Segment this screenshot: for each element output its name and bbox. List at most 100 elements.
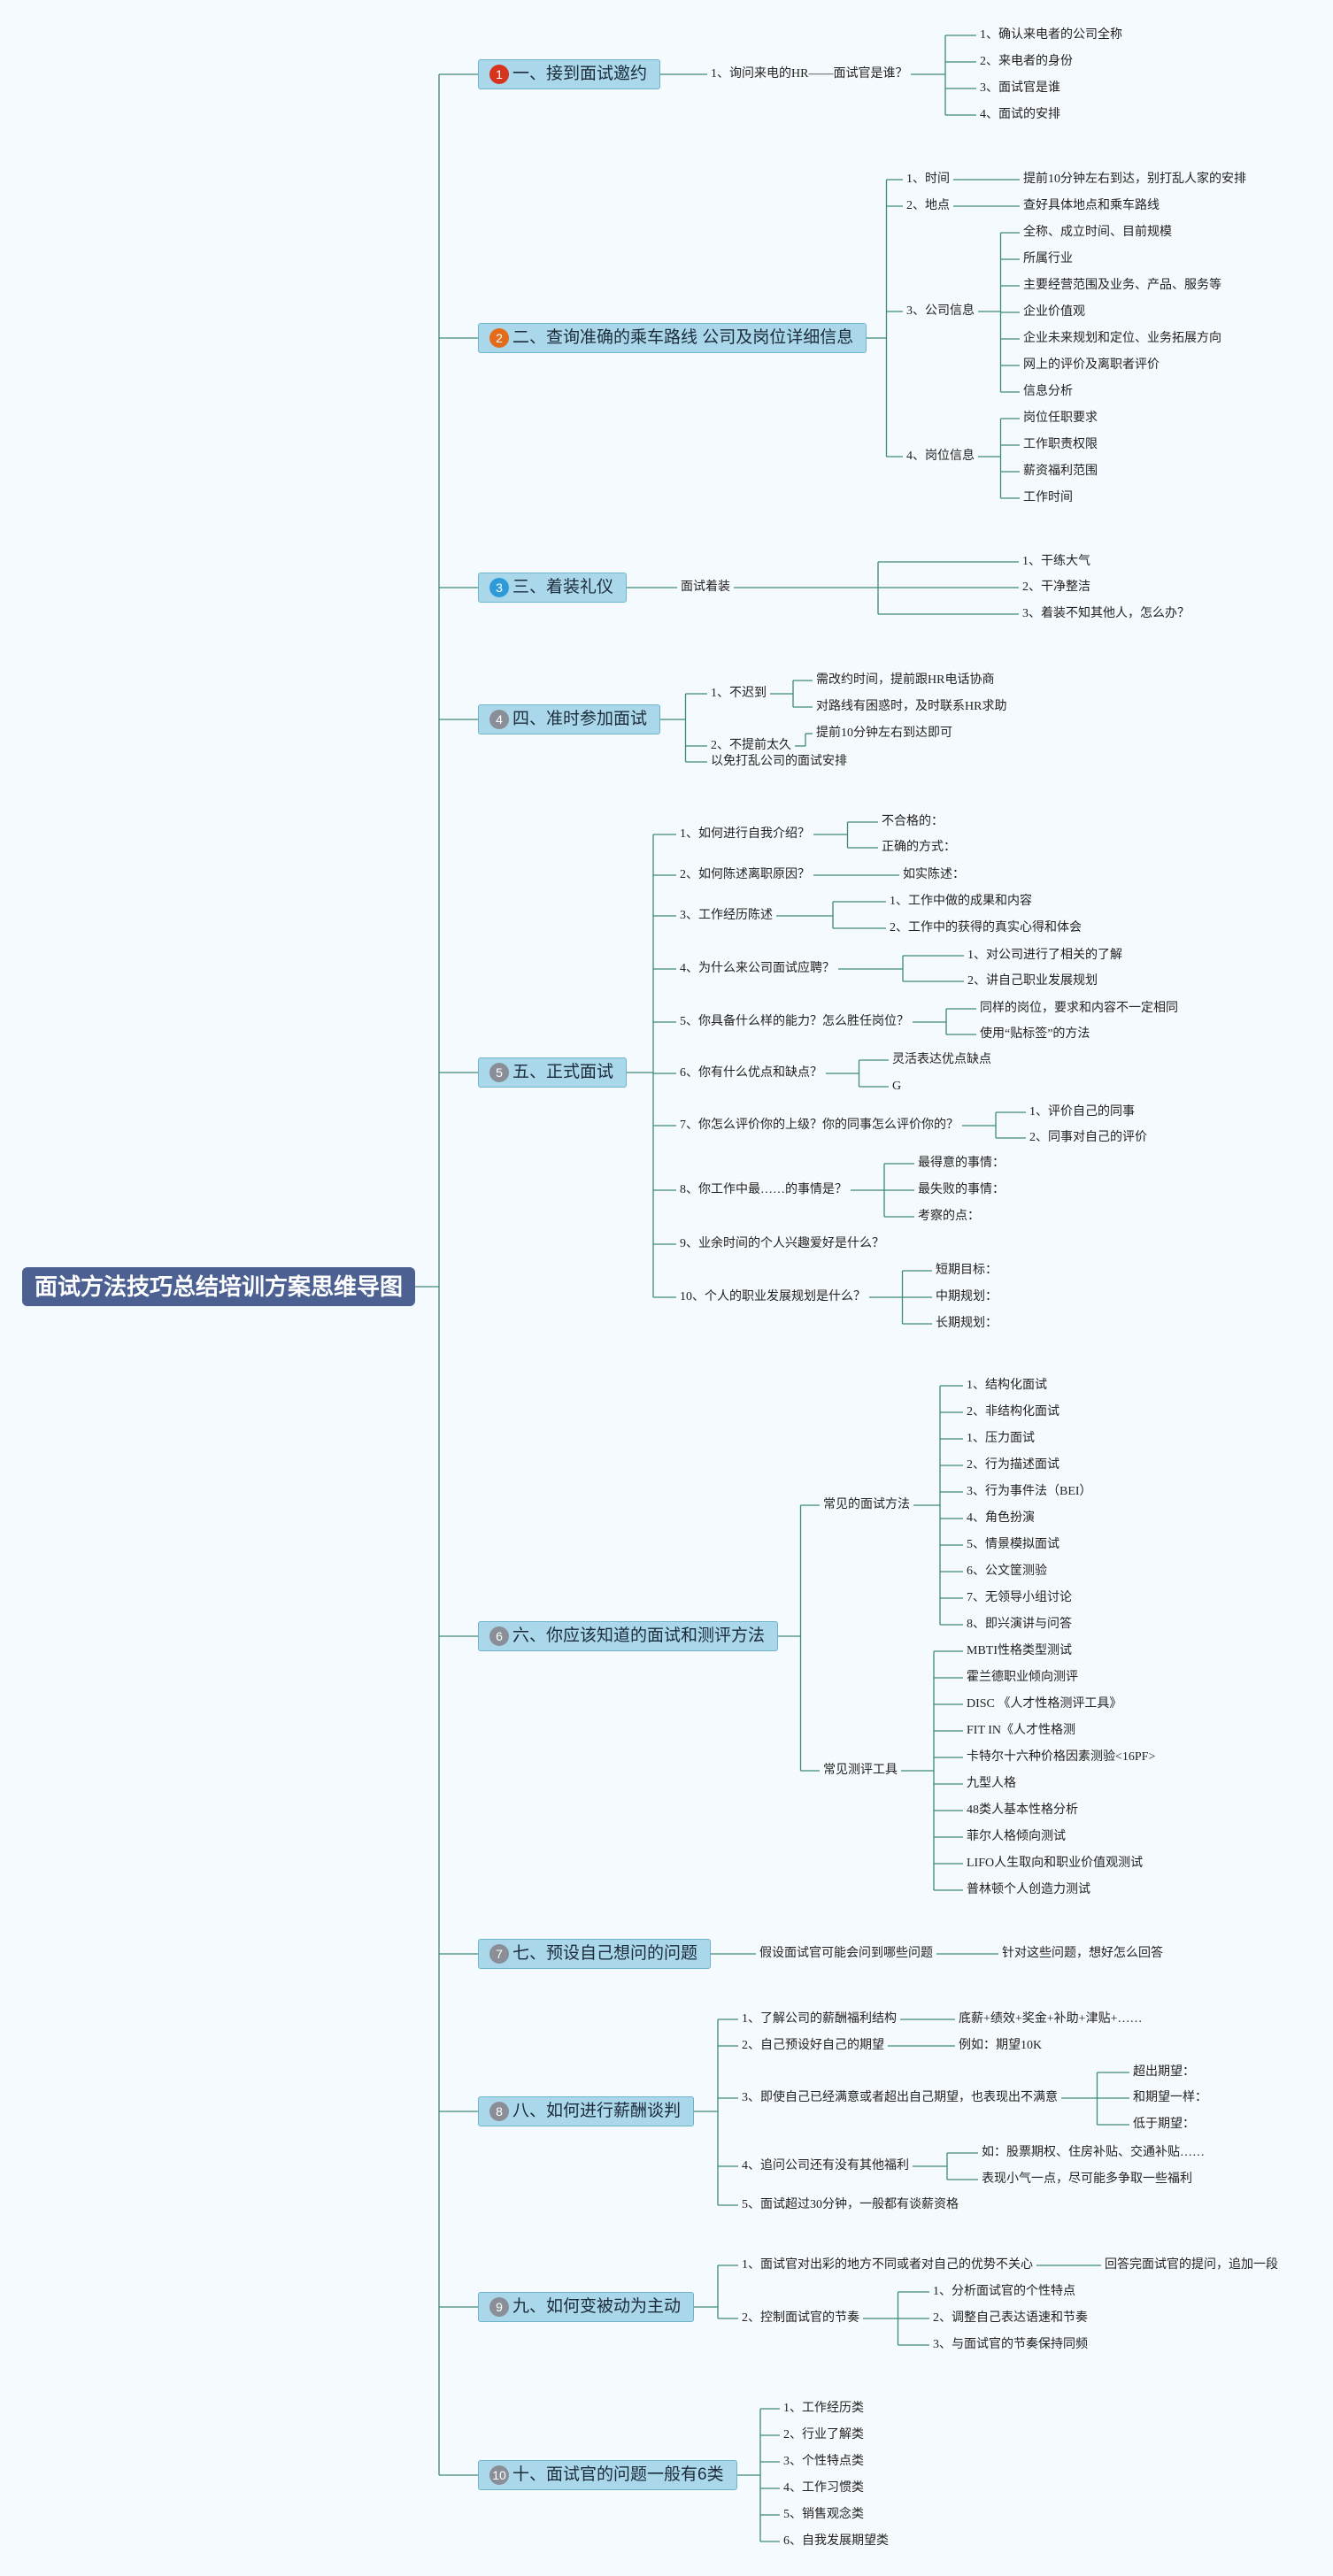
topic-node[interactable]: 1、了解公司的薪酬福利结构 — [742, 2012, 897, 2026]
topic-node[interactable]: 10、个人的职业发展规划是什么？ — [680, 1290, 866, 1303]
topic-node[interactable]: 4、岗位信息 — [906, 450, 975, 463]
detail-node[interactable]: 工作职责权限 — [1023, 438, 1098, 451]
topic-node[interactable]: 假设面试官可能会问到哪些问题 — [759, 1947, 933, 1960]
detail-node[interactable]: DISC 《人才性格测评工具》 — [967, 1697, 1122, 1711]
detail-node[interactable]: FIT IN《人才性格测 — [967, 1724, 1076, 1737]
detail-node[interactable]: 1、确认来电者的公司全称 — [980, 28, 1122, 42]
detail-node[interactable]: 2、调整自己表达语速和节奏 — [933, 2311, 1088, 2325]
detail-node[interactable]: 2、非结构化面试 — [967, 1405, 1059, 1419]
topic-node[interactable]: 2、不提前太久 — [711, 739, 791, 752]
topic-node[interactable]: 3、工作经历陈述 — [680, 909, 773, 922]
detail-node[interactable]: 霍兰德职业倾向测评 — [967, 1671, 1078, 1684]
detail-node[interactable]: 2、干净整洁 — [1022, 581, 1090, 594]
detail-node[interactable]: 提前10分钟左右到达即可 — [816, 727, 952, 740]
detail-node[interactable]: 全称、成立时间、目前规模 — [1023, 226, 1172, 239]
detail-node[interactable]: 3、面试官是谁 — [980, 81, 1060, 95]
topic-node[interactable]: 4、追问公司还有没有其他福利 — [742, 2159, 909, 2172]
topic-node[interactable]: 6、你有什么优点和缺点？ — [680, 1066, 822, 1080]
detail-node[interactable]: 6、公文筐测验 — [967, 1565, 1047, 1578]
detail-node[interactable]: 中期规划： — [936, 1290, 998, 1303]
detail-node[interactable]: 1、干练大气 — [1022, 555, 1090, 568]
detail-node[interactable]: 超出期望： — [1133, 2065, 1195, 2079]
detail-node[interactable]: MBTI性格类型测试 — [967, 1644, 1072, 1657]
detail-node[interactable]: 1、压力面试 — [967, 1432, 1035, 1445]
detail-node[interactable]: 针对这些问题，想好怎么回答 — [1002, 1947, 1163, 1960]
detail-node[interactable]: 工作时间 — [1023, 491, 1073, 504]
topic-node[interactable]: 7、你怎么评价你的上级？你的同事怎么评价你的？ — [680, 1119, 959, 1132]
detail-node[interactable]: 需改约时间，提前跟HR电话协商 — [816, 673, 995, 687]
detail-node[interactable]: G — [892, 1080, 902, 1093]
topic-node[interactable]: 2、地点 — [906, 199, 950, 212]
detail-node[interactable]: 1、对公司进行了相关的了解 — [967, 949, 1122, 962]
detail-node[interactable]: 底薪+绩效+奖金+补助+津贴+…… — [959, 2012, 1143, 2026]
detail-node[interactable]: 3、与面试官的节奏保持同频 — [933, 2338, 1088, 2351]
detail-node[interactable]: 1、工作中做的成果和内容 — [890, 895, 1032, 908]
detail-node[interactable]: 1、分析面试官的个性特点 — [933, 2285, 1075, 2298]
detail-node[interactable]: 对路线有困惑时，及时联系HR求助 — [816, 700, 1007, 713]
detail-node[interactable]: 查好具体地点和乘车路线 — [1023, 199, 1160, 212]
topic-node[interactable]: 5、你具备什么样的能力？怎么胜任岗位？ — [680, 1015, 909, 1028]
topic-node[interactable]: 面试着装 — [681, 581, 730, 594]
detail-node[interactable]: 如：股票期权、住房补贴、交通补贴…… — [982, 2146, 1205, 2159]
detail-node[interactable]: 最失败的事情： — [918, 1183, 1005, 1196]
topic-node[interactable]: 3、即使自己已经满意或者超出自己期望，也表现出不满意 — [742, 2091, 1058, 2104]
detail-node[interactable]: 5、情景模拟面试 — [967, 1538, 1059, 1551]
detail-node[interactable]: 所属行业 — [1023, 252, 1073, 265]
detail-node[interactable]: 九型人格 — [967, 1777, 1016, 1790]
detail-node[interactable]: 信息分析 — [1023, 385, 1073, 398]
detail-node[interactable]: 2、工作中的获得的真实心得和体会 — [890, 921, 1082, 934]
detail-node[interactable]: 8、即兴演讲与问答 — [967, 1618, 1072, 1631]
detail-node[interactable]: 2、行为描述面试 — [967, 1458, 1059, 1472]
detail-node[interactable]: 普林顿个人创造力测试 — [967, 1883, 1090, 1896]
detail-node[interactable]: 1、评价自己的同事 — [1029, 1105, 1135, 1119]
detail-node[interactable]: 企业价值观 — [1023, 305, 1085, 319]
detail-node[interactable]: 如实陈述： — [903, 868, 965, 881]
detail-node[interactable]: LIFO人生取向和职业价值观测试 — [967, 1857, 1144, 1870]
topic-node[interactable]: 1、询问来电的HR——面试官是谁？ — [711, 67, 908, 81]
detail-node[interactable]: 4、面试的安排 — [980, 108, 1060, 121]
detail-node[interactable]: 2、讲自己职业发展规划 — [967, 974, 1098, 988]
topic-node[interactable]: 2、行业了解类 — [783, 2428, 864, 2441]
root-node[interactable]: 面试方法技巧总结培训方案思维导图 — [22, 1267, 416, 1306]
topic-node[interactable]: 常见测评工具 — [823, 1764, 898, 1777]
detail-node[interactable]: 2、来电者的身份 — [980, 55, 1073, 68]
detail-node[interactable]: 3、行为事件法（BEI） — [967, 1485, 1092, 1498]
detail-node[interactable]: 48类人基本性格分析 — [967, 1803, 1078, 1817]
topic-node[interactable]: 5、面试超过30分钟，一般都有谈薪资格 — [742, 2198, 959, 2211]
topic-node[interactable]: 1、如何进行自我介绍？ — [680, 827, 810, 841]
topic-node[interactable]: 1、不迟到 — [711, 687, 767, 700]
detail-node[interactable]: 4、角色扮演 — [967, 1511, 1035, 1525]
detail-node[interactable]: 回答完面试官的提问，追加一段 — [1105, 2258, 1278, 2272]
topic-node[interactable]: 4、工作习惯类 — [783, 2481, 864, 2495]
topic-node[interactable]: 2、如何陈述离职原因？ — [680, 868, 810, 881]
detail-node[interactable]: 最得意的事情： — [918, 1157, 1005, 1170]
detail-node[interactable]: 2、同事对自己的评价 — [1029, 1131, 1147, 1144]
detail-node[interactable]: 卡特尔十六种价格因素测验<16PF> — [967, 1750, 1156, 1764]
topic-node[interactable]: 2、自己预设好自己的期望 — [742, 2039, 884, 2052]
topic-node[interactable]: 1、时间 — [906, 173, 950, 186]
detail-node[interactable]: 同样的岗位，要求和内容不一定相同 — [980, 1002, 1178, 1015]
topic-node[interactable]: 3、公司信息 — [906, 304, 975, 318]
detail-node[interactable]: 主要经营范围及业务、产品、服务等 — [1023, 279, 1221, 292]
topic-node[interactable]: 常见的面试方法 — [823, 1498, 910, 1511]
detail-node[interactable]: 短期目标： — [936, 1264, 998, 1277]
topic-node[interactable]: 3、个性特点类 — [783, 2455, 864, 2468]
detail-node[interactable]: 低于期望： — [1133, 2118, 1195, 2131]
detail-node[interactable]: 岗位任职要求 — [1023, 411, 1098, 425]
detail-node[interactable]: 考察的点： — [918, 1210, 980, 1223]
detail-node[interactable]: 薪资福利范围 — [1023, 465, 1098, 478]
detail-node[interactable]: 企业未来规划和定位、业务拓展方向 — [1023, 332, 1221, 345]
detail-node[interactable]: 表现小气一点，尽可能多争取一些福利 — [982, 2172, 1192, 2186]
detail-node[interactable]: 例如：期望10K — [959, 2039, 1043, 2052]
detail-node[interactable]: 提前10分钟左右到达，别打乱人家的安排 — [1023, 173, 1246, 186]
detail-node[interactable]: 长期规划： — [936, 1317, 998, 1330]
topic-node[interactable]: 1、工作经历类 — [783, 2402, 864, 2415]
